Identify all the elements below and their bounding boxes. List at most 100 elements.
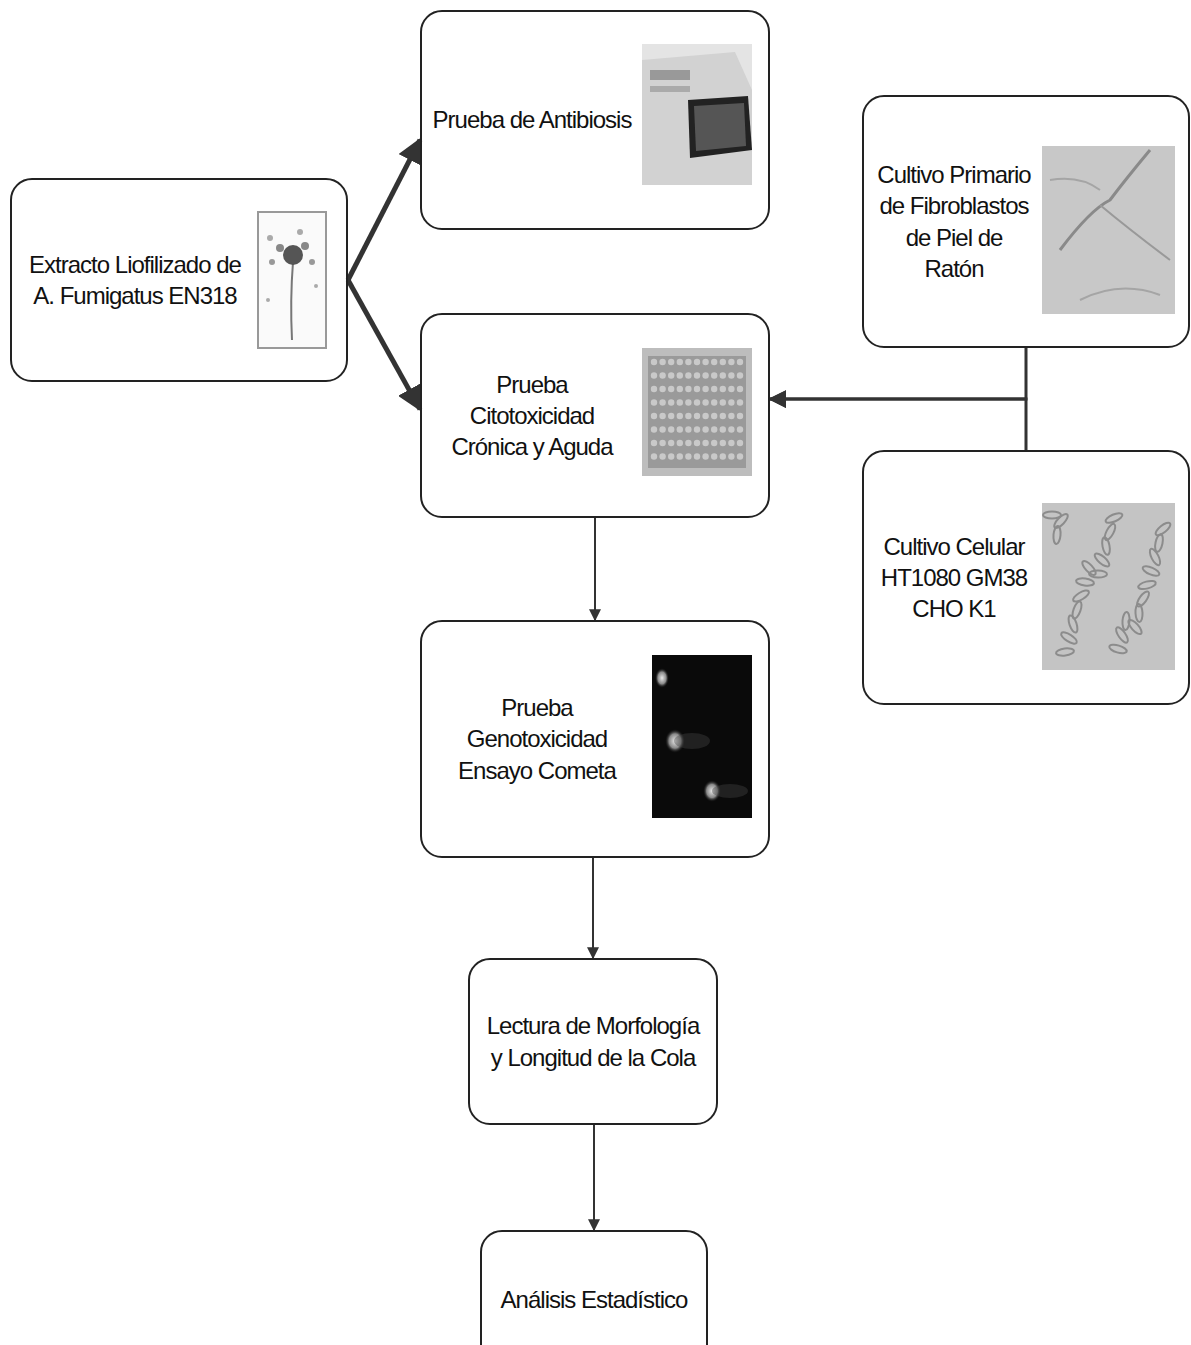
well (720, 372, 726, 378)
well (728, 372, 734, 378)
well (702, 399, 708, 405)
well (677, 372, 683, 378)
well (694, 386, 700, 392)
cell (1053, 526, 1062, 545)
well (737, 440, 743, 446)
well-plate-image (642, 348, 752, 476)
well (711, 359, 717, 365)
cell (1137, 579, 1156, 590)
flow-arrow (593, 1125, 595, 1230)
well (694, 453, 700, 459)
well (651, 386, 657, 392)
well (668, 426, 674, 432)
well (651, 372, 657, 378)
well (685, 413, 691, 419)
flow-arrow (348, 140, 420, 280)
well (728, 359, 734, 365)
well (685, 399, 691, 405)
node-label: Prueba de Antibiosis (433, 104, 632, 135)
cell (1101, 536, 1111, 555)
well (737, 359, 743, 365)
well (659, 453, 665, 459)
well (651, 413, 657, 419)
well (737, 372, 743, 378)
well (659, 372, 665, 378)
fungus-image (258, 212, 326, 348)
well (685, 426, 691, 432)
well (711, 399, 717, 405)
cell (1067, 614, 1079, 633)
cell (1141, 564, 1160, 578)
well (668, 386, 674, 392)
well (677, 426, 683, 432)
comet-assay-image (652, 655, 752, 818)
well (659, 426, 665, 432)
well (728, 426, 734, 432)
well (702, 359, 708, 365)
well (720, 386, 726, 392)
node-label: Prueba Citotoxicidad Crónica y Aguda (432, 369, 632, 463)
well (685, 359, 691, 365)
node-label: Extracto Liofilizado de A. Fumigatus EN3… (26, 249, 244, 311)
well (711, 372, 717, 378)
cell (1103, 522, 1118, 541)
well (737, 399, 743, 405)
well (694, 372, 700, 378)
well (668, 440, 674, 446)
well (685, 372, 691, 378)
cell (1089, 570, 1107, 577)
well (668, 413, 674, 419)
well (685, 440, 691, 446)
well (659, 359, 665, 365)
node-label: Prueba Genotoxicidad Ensayo Cometa (432, 692, 642, 786)
process-box: Prueba Citotoxicidad Crónica y Aguda (420, 313, 770, 518)
well (677, 386, 683, 392)
well (694, 359, 700, 365)
well (728, 399, 734, 405)
well (677, 359, 683, 365)
well (720, 413, 726, 419)
node-label: Lectura de Morfología y Longitud de la C… (480, 1010, 706, 1072)
well (677, 413, 683, 419)
well (677, 399, 683, 405)
well (668, 453, 674, 459)
well (720, 440, 726, 446)
flow-arrow (770, 348, 1026, 399)
well (677, 453, 683, 459)
cell (1076, 577, 1095, 586)
process-box: Prueba de Antibiosis (420, 10, 770, 230)
well (711, 453, 717, 459)
well (677, 440, 683, 446)
well (694, 440, 700, 446)
node-label: Cultivo Celular HT1080 GM38 CHO K1 (874, 531, 1034, 625)
well (711, 386, 717, 392)
cell (1104, 511, 1123, 524)
well (737, 453, 743, 459)
cell (1126, 618, 1143, 636)
well (711, 426, 717, 432)
cell (1056, 647, 1075, 656)
node-label: Análisis Estadístico (501, 1284, 688, 1315)
process-box: Análisis Estadístico (480, 1230, 708, 1345)
well (737, 426, 743, 432)
well (702, 413, 708, 419)
flow-arrow (770, 399, 1026, 450)
well (651, 453, 657, 459)
fibroblast-micrograph (1042, 146, 1175, 314)
well (694, 399, 700, 405)
cell (1108, 643, 1127, 655)
process-box: Prueba Genotoxicidad Ensayo Cometa (420, 620, 770, 858)
well (711, 413, 717, 419)
well (728, 386, 734, 392)
cell (1093, 552, 1111, 569)
flow-arrow (348, 280, 420, 409)
process-box: Lectura de Morfología y Longitud de la C… (468, 958, 718, 1125)
well (659, 440, 665, 446)
cell (1154, 533, 1165, 552)
well (694, 426, 700, 432)
well (651, 359, 657, 365)
well (702, 372, 708, 378)
well (728, 413, 734, 419)
cell (1148, 547, 1162, 566)
well (720, 399, 726, 405)
